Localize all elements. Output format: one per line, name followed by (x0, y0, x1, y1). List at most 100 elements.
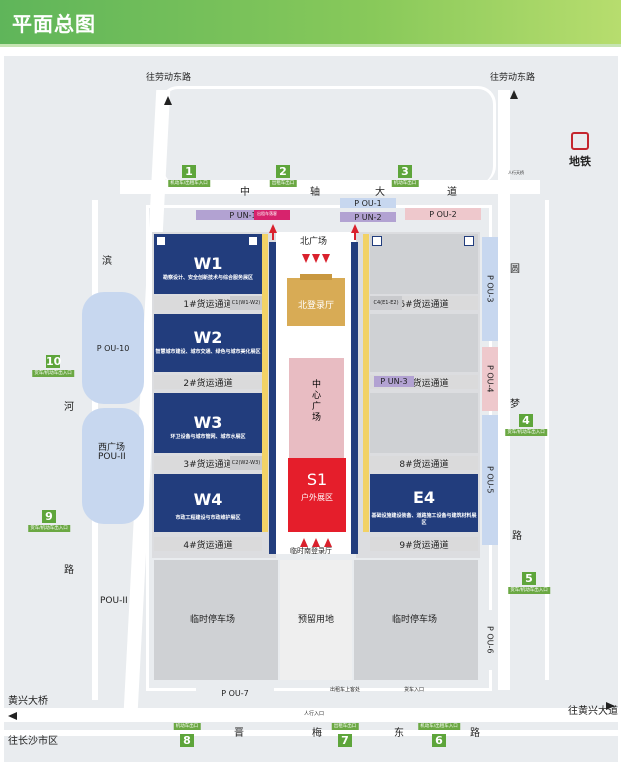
channel-3-label: 3#货运通道 (183, 459, 233, 470)
north-plaza-label: 北广场 (300, 237, 328, 247)
gate-2-number: 2 (276, 165, 290, 178)
north-ring-road (160, 86, 496, 184)
road-label-zhou: 轴 (310, 187, 320, 198)
north-hall-label: 北登录厅 (298, 301, 335, 311)
gate-9-number: 9 (42, 510, 56, 523)
connector-w2-w3-label: C2(W2-W3) (231, 460, 261, 466)
parking-ou6-label: P OU-6 (485, 626, 495, 654)
hall-s1[interactable]: S1 户外展区 (288, 458, 346, 532)
channel-4-label: 4#货运通道 (183, 540, 233, 551)
north-arrow-1-icon (302, 254, 310, 263)
east-road[interactable] (498, 90, 510, 690)
connector-w2-w3: C2(W2-W3) (230, 456, 262, 470)
channel-2[interactable]: 2#货运通道 (154, 375, 262, 389)
hall-w2-desc: 智慧城市建设、城市交通、绿色与城市美化展区 (155, 349, 261, 355)
channel-4[interactable]: 4#货运通道 (154, 537, 262, 551)
parking-ou5[interactable]: P OU-5 (482, 415, 498, 545)
header-underline (0, 44, 621, 47)
north-hall-roof (300, 274, 332, 280)
sw-arrow-icon (8, 712, 17, 720)
gate-4-number: 4 (519, 414, 533, 427)
toilet-w1-left-icon (156, 236, 166, 246)
hall-w1-name: W1 (193, 254, 223, 273)
hall-w4-desc: 市政工程建设与市政维护展区 (175, 515, 241, 521)
north-road-zhongzhou[interactable] (120, 180, 540, 194)
page-title: 平面总图 (12, 12, 96, 36)
temp-parking-left[interactable] (154, 560, 278, 680)
parking-ou4-label: P OU-4 (485, 365, 495, 393)
hall-w3-name: W3 (193, 413, 223, 432)
toilet-e1-left-icon (372, 236, 382, 246)
road-label-west-2: 河 (64, 402, 74, 413)
hall-e4[interactable]: E4 基础设施建设装备、道路施工设备与建筑材料展区 (370, 474, 478, 532)
channel-9[interactable]: 9#货运通道 (370, 537, 478, 551)
hall-e1[interactable] (370, 234, 478, 294)
hall-e3[interactable] (370, 393, 478, 453)
hall-w2-name: W2 (193, 328, 223, 347)
parking-un1-taxi-strip (254, 210, 290, 220)
hall-w3[interactable]: W3 环卫设备与城市管网、城市水展区 (154, 393, 262, 453)
north-hall[interactable] (287, 278, 345, 326)
hall-e4-name: E4 (412, 488, 436, 507)
west-plaza[interactable] (82, 408, 144, 524)
parking-ou10[interactable]: P OU-10 (82, 292, 144, 404)
channel-7-label: 7#货运通道 (399, 378, 449, 389)
parking-ou7[interactable]: P OU-7 (196, 688, 274, 698)
connector-w1-w2: C1(W1-W2) (230, 296, 262, 310)
gate-10-number: 10 (46, 355, 62, 368)
gate-6-tag: 机动车/出租车入口 (418, 723, 460, 730)
parking-un3[interactable]: P UN-3 (374, 376, 414, 387)
nw-marker-stem (272, 230, 274, 240)
parking-un1[interactable]: P UN-1 (196, 210, 290, 220)
gate-8[interactable]: 8 机动车出口 (173, 723, 201, 747)
south-road-jinmei[interactable] (4, 708, 618, 722)
gate-7-tag: 出租车出口 (331, 723, 359, 730)
temp-parking-right[interactable] (354, 560, 478, 680)
sw-destination-label: 往长沙市区 (8, 736, 58, 747)
reserved-land[interactable] (280, 560, 352, 680)
hall-w2[interactable]: W2 智慧城市建设、城市交通、绿色与城市美化展区 (154, 314, 262, 372)
temp-parking-right-label: 临时停车场 (392, 615, 438, 625)
south-hall-label: 临时南登录厅 (290, 547, 332, 555)
connector-w1-w2-label: C1(W1-W2) (231, 300, 261, 306)
north-left-arrow-icon (164, 96, 172, 105)
se-arrow-icon (606, 702, 615, 710)
parking-ou4[interactable]: P OU-4 (482, 347, 498, 411)
central-plaza-char-1: 中 (311, 380, 321, 390)
north-arrow-2-icon (312, 254, 320, 263)
hall-w4[interactable]: W4 市政工程建设与市政维护展区 (154, 474, 262, 532)
central-plaza-char-2: 心 (311, 391, 321, 401)
parking-ou6[interactable]: P OU-6 (482, 610, 498, 670)
hall-e2[interactable] (370, 314, 478, 372)
parking-ou11-label-b: POU-II (100, 596, 128, 606)
parking-un1-label: P UN-1 (229, 210, 257, 220)
gate-8-number: 8 (180, 734, 194, 747)
gate-8-tag: 机动车出口 (173, 723, 201, 730)
parking-ou5-label: P OU-5 (485, 466, 495, 494)
channel-9-label: 9#货运通道 (399, 540, 449, 551)
parking-ou1[interactable]: P OU-1 (340, 198, 396, 208)
hall-e4-desc: 基础设施建设装备、道路施工设备与建筑材料展区 (371, 513, 477, 526)
central-plaza-char-4: 场 (311, 413, 321, 423)
road-label-da: 大 (375, 187, 385, 198)
parking-ou3[interactable]: P OU-3 (482, 237, 498, 341)
north-arrow-3-icon (322, 254, 330, 263)
central-plaza[interactable] (289, 358, 344, 458)
hall-w1[interactable]: W1 勘察设计、安全创新技术与综合服务展区 (154, 234, 262, 294)
parking-ou2[interactable]: P OU-2 (405, 208, 481, 220)
se-destination-label: 往黄兴大道 (568, 706, 618, 717)
parking-un2[interactable]: P UN-2 (340, 212, 396, 222)
hall-w4-name: W4 (193, 490, 223, 509)
toilet-w1-right-icon (248, 236, 258, 246)
channel-8[interactable]: 8#货运通道 (370, 456, 478, 470)
toilet-e1-right-icon (464, 236, 474, 246)
